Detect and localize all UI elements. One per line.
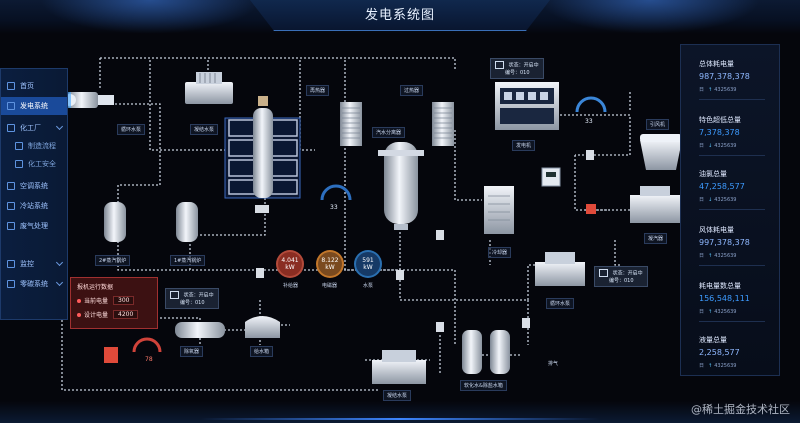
side-menu: 首页 发电系统 化工厂 制造流程 化工安全 空调系统 冷站系统 废气处理 监控 … xyxy=(0,68,68,320)
arrow-up-icon: ↑ xyxy=(708,87,713,93)
gauge-value-0: 33 xyxy=(330,204,338,211)
divider xyxy=(699,321,765,322)
alarm-panel: 报机运行数据 当前电量 300 设计电量 4200 xyxy=(70,277,158,329)
metric-circle-2: 591 kW xyxy=(356,252,380,276)
menu-item-monitor[interactable]: 监控 xyxy=(1,255,67,273)
label-fan: 引风机 xyxy=(646,119,670,130)
label-pump1: 循环水泵 xyxy=(117,124,146,135)
cooling-tower-icon xyxy=(640,134,682,170)
label-exhaust: 排气 xyxy=(548,361,559,367)
label-reheater1: 再热器 xyxy=(306,85,330,96)
stat-card: 液量总量 2,258,577 日↑4325639 xyxy=(699,336,740,369)
divider xyxy=(699,209,765,210)
shield-icon xyxy=(15,160,23,168)
menu-item-home[interactable]: 首页 xyxy=(1,77,67,95)
stat-card: 风体耗电量 997,378,378 日↑4325639 xyxy=(681,225,779,277)
label-condenser: 凝汽器 xyxy=(644,233,668,244)
divider xyxy=(699,99,765,100)
label-control: 发电机 xyxy=(512,140,536,151)
alarm-row: 当前电量 300 xyxy=(77,296,135,305)
stat-card: 油氯总量 47,258,577 日↓4325639 xyxy=(681,169,779,221)
footer-glow-line xyxy=(200,418,600,420)
label-pump3: 循环水泵 xyxy=(546,298,575,309)
process-icon xyxy=(15,142,23,150)
air-icon xyxy=(7,182,15,190)
arrow-up-icon: ↑ xyxy=(708,309,713,315)
gauge-value-1: 33 xyxy=(585,118,593,125)
alarm-dot-icon xyxy=(77,298,81,303)
status-box-generator: 状态：开启中 编号：010 xyxy=(490,58,544,79)
leaf-icon xyxy=(7,280,15,288)
stat-card: 耗电量数总量 156,548,111 日↑4325639 xyxy=(681,281,779,333)
menu-item-safety[interactable]: 化工安全 xyxy=(1,155,75,173)
menu-item-hvac[interactable]: 空调系统 xyxy=(1,177,67,195)
metric-label-1: 电磁器 xyxy=(322,283,338,289)
menu-item-process[interactable]: 制造流程 xyxy=(1,137,75,155)
arrow-up-icon: ↑ xyxy=(708,363,713,369)
camera-icon xyxy=(7,260,15,268)
device-icon xyxy=(170,291,179,299)
divider xyxy=(699,155,765,156)
metric-label-2: 水泵 xyxy=(363,283,374,289)
arrow-down-icon: ↓ xyxy=(708,197,713,203)
header-glow-left xyxy=(40,0,260,34)
power-icon xyxy=(7,102,15,110)
metric-circle-1: 8.122 kW xyxy=(318,252,342,276)
snowflake-icon xyxy=(7,202,15,210)
label-separator: 汽水分离器 xyxy=(372,127,406,138)
menu-item-cooling[interactable]: 冷站系统 xyxy=(1,197,67,215)
status-box-heater: 状态：开启中 编号：010 xyxy=(165,288,219,309)
header-glow-right xyxy=(540,0,760,34)
arrow-down-icon: ↓ xyxy=(708,143,713,149)
divider xyxy=(699,265,765,266)
device-icon xyxy=(599,269,608,277)
label-twin-tanks: 软化水&除盐水箱 xyxy=(460,380,507,391)
label-feed-tank: 给水箱 xyxy=(250,346,274,357)
arrow-up-icon: ↑ xyxy=(708,253,713,259)
alarm-dot-icon xyxy=(77,312,81,317)
gas-icon xyxy=(7,222,15,230)
label-tank1: 2#蒸汽锅炉 xyxy=(95,255,131,266)
footer-bar xyxy=(0,401,800,423)
label-pump2: 凝结水泵 xyxy=(190,124,219,135)
heat-exchanger-icon xyxy=(224,96,301,213)
menu-item-zero-carbon[interactable]: 零碳系统 xyxy=(1,275,67,293)
menu-item-power[interactable]: 发电系统 xyxy=(1,97,67,115)
alarm-row: 设计电量 4200 xyxy=(77,310,139,319)
page-title: 发电系统图 xyxy=(364,8,435,23)
label-heater: 除氧器 xyxy=(180,346,204,357)
chevron-down-icon xyxy=(55,258,64,267)
device-icon xyxy=(495,61,504,69)
factory-icon xyxy=(7,124,15,132)
chevron-down-icon xyxy=(55,278,64,287)
watermark: @稀土掘金技术社区 xyxy=(691,403,790,416)
cooler-cabinet-icon xyxy=(484,186,514,234)
gauge-value-2: 78 xyxy=(145,356,153,363)
alarm-title: 报机运行数据 xyxy=(77,284,114,291)
label-reheater2: 过热器 xyxy=(400,85,424,96)
metric-label-0: 补给器 xyxy=(283,283,299,289)
label-bottom-pump: 凝结水泵 xyxy=(383,390,412,401)
menu-item-exhaust[interactable]: 废气处理 xyxy=(1,217,67,235)
label-cabinet: 冷却器 xyxy=(488,247,512,258)
stats-panel: 总体耗电量 987,378,378 日↑4325639 特色超低总量 7,378… xyxy=(680,44,780,376)
title-plate xyxy=(250,0,550,31)
metric-circle-0: 4.041 kW xyxy=(278,252,302,276)
label-tank2: 1#蒸汽锅炉 xyxy=(170,255,206,266)
generator-panel-icon xyxy=(495,82,559,130)
chevron-down-icon xyxy=(55,122,64,131)
home-icon xyxy=(7,82,15,90)
stat-card: 总体耗电量 987,378,378 日↑4325639 xyxy=(681,59,779,111)
pump-motor-icon xyxy=(64,92,114,108)
stat-card: 特色超低总量 7,378,378 日↓4325639 xyxy=(681,115,779,167)
menu-item-chemical[interactable]: 化工厂 xyxy=(1,119,67,137)
status-box-pump: 状态：开启中 编号：010 xyxy=(594,266,648,287)
separator-vessel-icon xyxy=(378,142,424,230)
